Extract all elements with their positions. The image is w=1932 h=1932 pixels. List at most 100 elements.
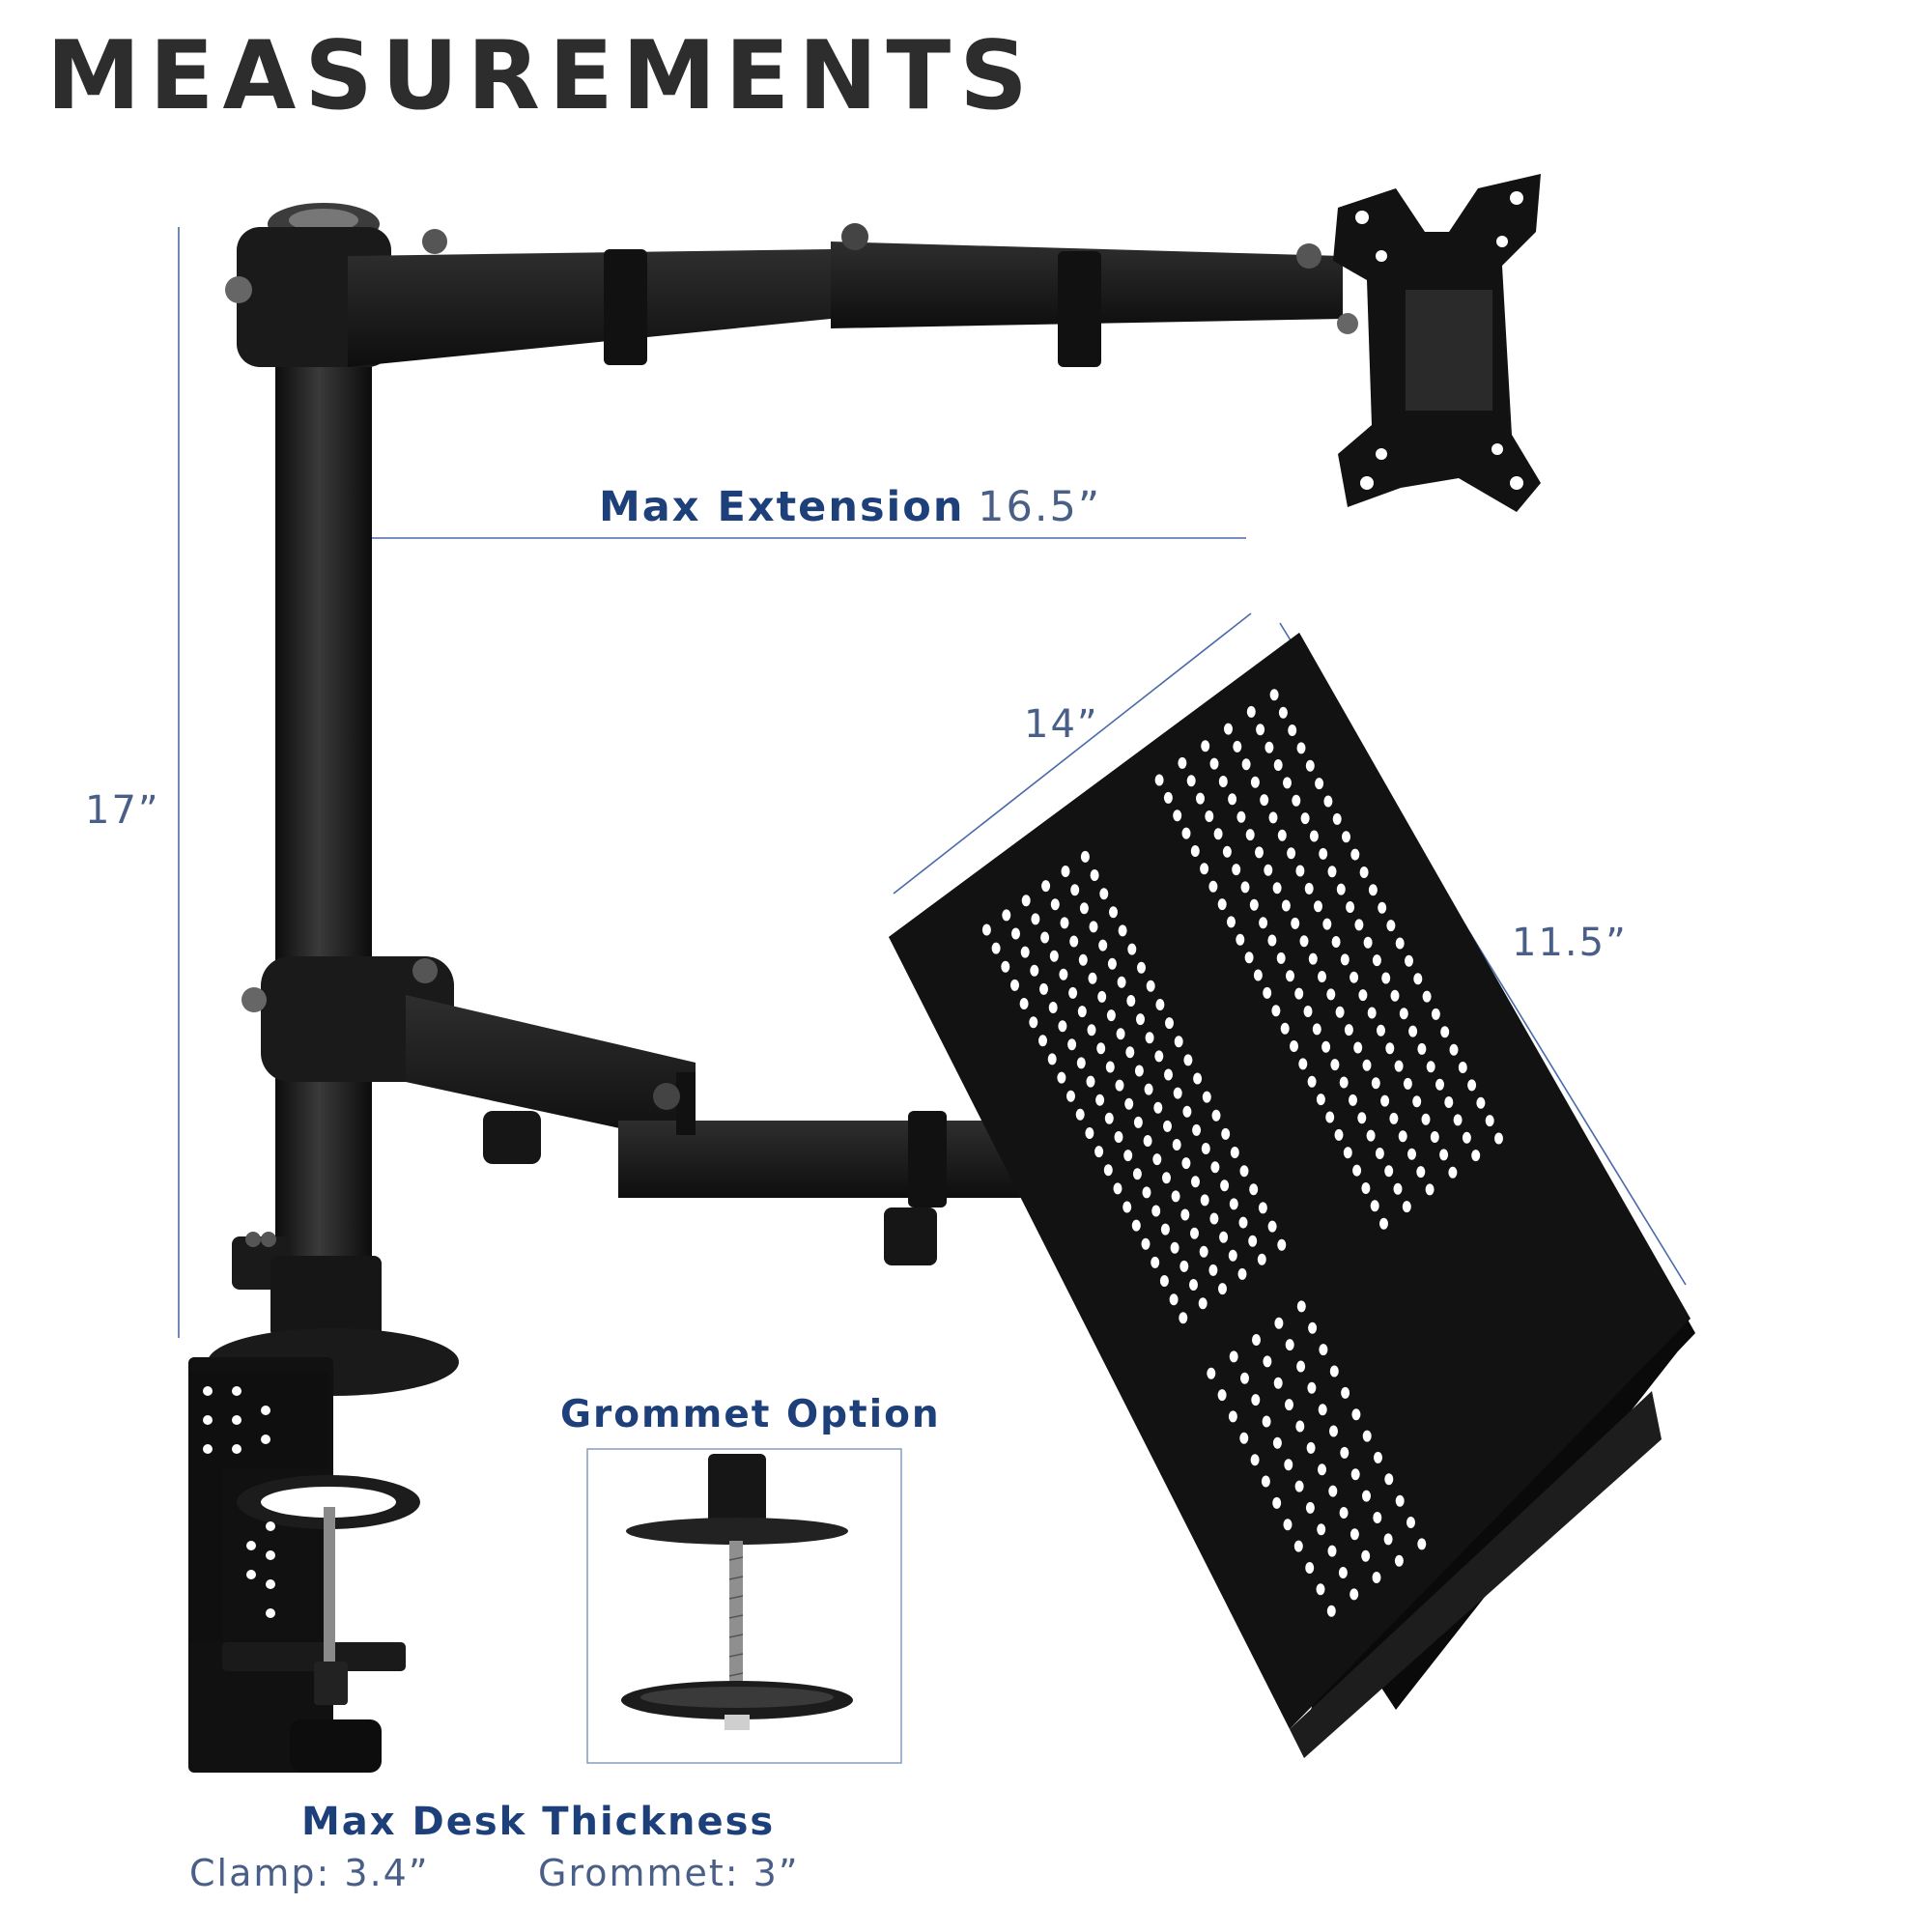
tray-hole — [1354, 919, 1364, 931]
tray-hole — [1174, 1036, 1183, 1048]
tray-hole — [1416, 1166, 1426, 1179]
tray-hole — [1340, 953, 1350, 966]
tray-hole — [1191, 1176, 1200, 1188]
tray-hole — [1241, 758, 1251, 771]
tray-hole — [1068, 986, 1078, 999]
tray-hole — [1154, 774, 1164, 786]
tray-hole — [1283, 1519, 1293, 1531]
tray-hole — [1189, 1279, 1198, 1291]
tray-hole — [1267, 934, 1277, 947]
tray-hole — [1394, 1554, 1404, 1567]
tray-hole — [1152, 1153, 1162, 1166]
tray-hole — [1057, 1071, 1066, 1084]
tray-hole — [1383, 1533, 1393, 1546]
tray-hole — [1107, 957, 1117, 970]
clamp-thickness: Clamp: 3.4” — [189, 1852, 430, 1894]
tray-hole — [1218, 1283, 1227, 1295]
tray-hole — [1252, 1334, 1261, 1346]
tray-hole — [1227, 916, 1236, 928]
tray-hole — [1213, 828, 1223, 840]
tray-hole — [1318, 1404, 1327, 1416]
tray-hole — [1329, 1365, 1339, 1378]
tray-hole — [1250, 776, 1260, 788]
tray-hole — [1193, 1072, 1203, 1085]
tray-hole — [1398, 1130, 1407, 1143]
tray-hole — [1342, 831, 1350, 843]
tray-hole — [1002, 909, 1011, 922]
tray-hole — [1236, 810, 1246, 823]
tray-hole — [1366, 1129, 1376, 1142]
tray-hole — [1165, 1017, 1174, 1030]
tray-hole — [1292, 794, 1301, 807]
tray-hole — [1306, 1441, 1316, 1454]
tray-hole — [1272, 1436, 1282, 1449]
tray-hole — [1335, 1006, 1345, 1018]
tray-hole — [1061, 866, 1070, 877]
tray-hole — [1020, 946, 1030, 958]
tray-hole — [1494, 1132, 1503, 1145]
tray-hole — [1155, 999, 1165, 1010]
tray-hole — [1059, 968, 1068, 980]
tray-hole — [1087, 1024, 1096, 1037]
tray-hole — [1144, 1083, 1153, 1095]
tray-hole — [1339, 1507, 1349, 1519]
tray-hole — [1304, 882, 1314, 895]
tray-hole — [1169, 1293, 1179, 1306]
tray-hole — [1272, 1496, 1282, 1509]
tray-hole — [1326, 1605, 1336, 1617]
tray-hole — [1146, 980, 1155, 992]
tray-depth-value: 11.5” — [1512, 921, 1628, 965]
tray-hole — [1426, 1061, 1435, 1073]
tray-hole — [1431, 1008, 1440, 1020]
tray-hole — [991, 942, 1001, 954]
tray-hole — [1222, 845, 1232, 858]
grommet-inset — [586, 1448, 902, 1764]
tray-hole — [1182, 1105, 1192, 1118]
tray-hole — [1362, 1430, 1372, 1442]
tray-hole — [1406, 1517, 1415, 1528]
tray-hole — [1336, 883, 1346, 895]
tray-hole — [1359, 867, 1369, 878]
tray-hole — [1010, 979, 1019, 991]
tray-hole — [1295, 1420, 1305, 1433]
tray-hole — [1250, 1454, 1260, 1466]
page-title: MEASUREMENTS — [46, 21, 1037, 131]
tray-hole — [1154, 1050, 1164, 1063]
tray-hole — [1019, 998, 1029, 1009]
tray-hole — [1338, 1567, 1348, 1578]
tray-hole — [1368, 884, 1378, 896]
tray-hole — [1357, 1112, 1367, 1124]
tray-hole — [1277, 1238, 1287, 1251]
tray-hole — [1200, 863, 1209, 875]
tray-hole — [1190, 845, 1200, 857]
tray-hole — [1339, 1076, 1349, 1089]
tray-hole — [1412, 1095, 1422, 1108]
pole — [268, 203, 380, 1338]
tray-hole — [1099, 888, 1109, 900]
tray-hole — [1070, 884, 1080, 896]
tray-hole — [1127, 943, 1137, 955]
tray-hole — [1307, 1075, 1317, 1088]
tray-hole — [1224, 723, 1233, 735]
tray-hole — [1229, 1198, 1238, 1210]
desk-clamp — [188, 1232, 459, 1773]
tray-hole — [1259, 917, 1268, 929]
tray-hole — [1196, 792, 1205, 805]
tray-hole — [1393, 1182, 1403, 1195]
tray-hole — [1163, 1120, 1172, 1132]
tray-hole — [1086, 1075, 1095, 1088]
tray-hole — [1117, 976, 1126, 988]
tray-hole — [1251, 1394, 1261, 1406]
tray-hole — [1316, 1583, 1325, 1596]
tray-hole — [1346, 901, 1355, 913]
tray-hole — [1151, 1205, 1161, 1217]
tray-hole — [1278, 706, 1288, 719]
tray-hole — [1039, 982, 1048, 995]
tray-hole — [1317, 1523, 1326, 1536]
tray-hole — [1314, 900, 1322, 913]
tray-hole — [1181, 827, 1191, 839]
tray-hole — [1232, 864, 1241, 876]
tray-hole — [1001, 960, 1010, 973]
tray-hole — [1358, 989, 1368, 1002]
tray-hole — [1160, 1223, 1170, 1236]
